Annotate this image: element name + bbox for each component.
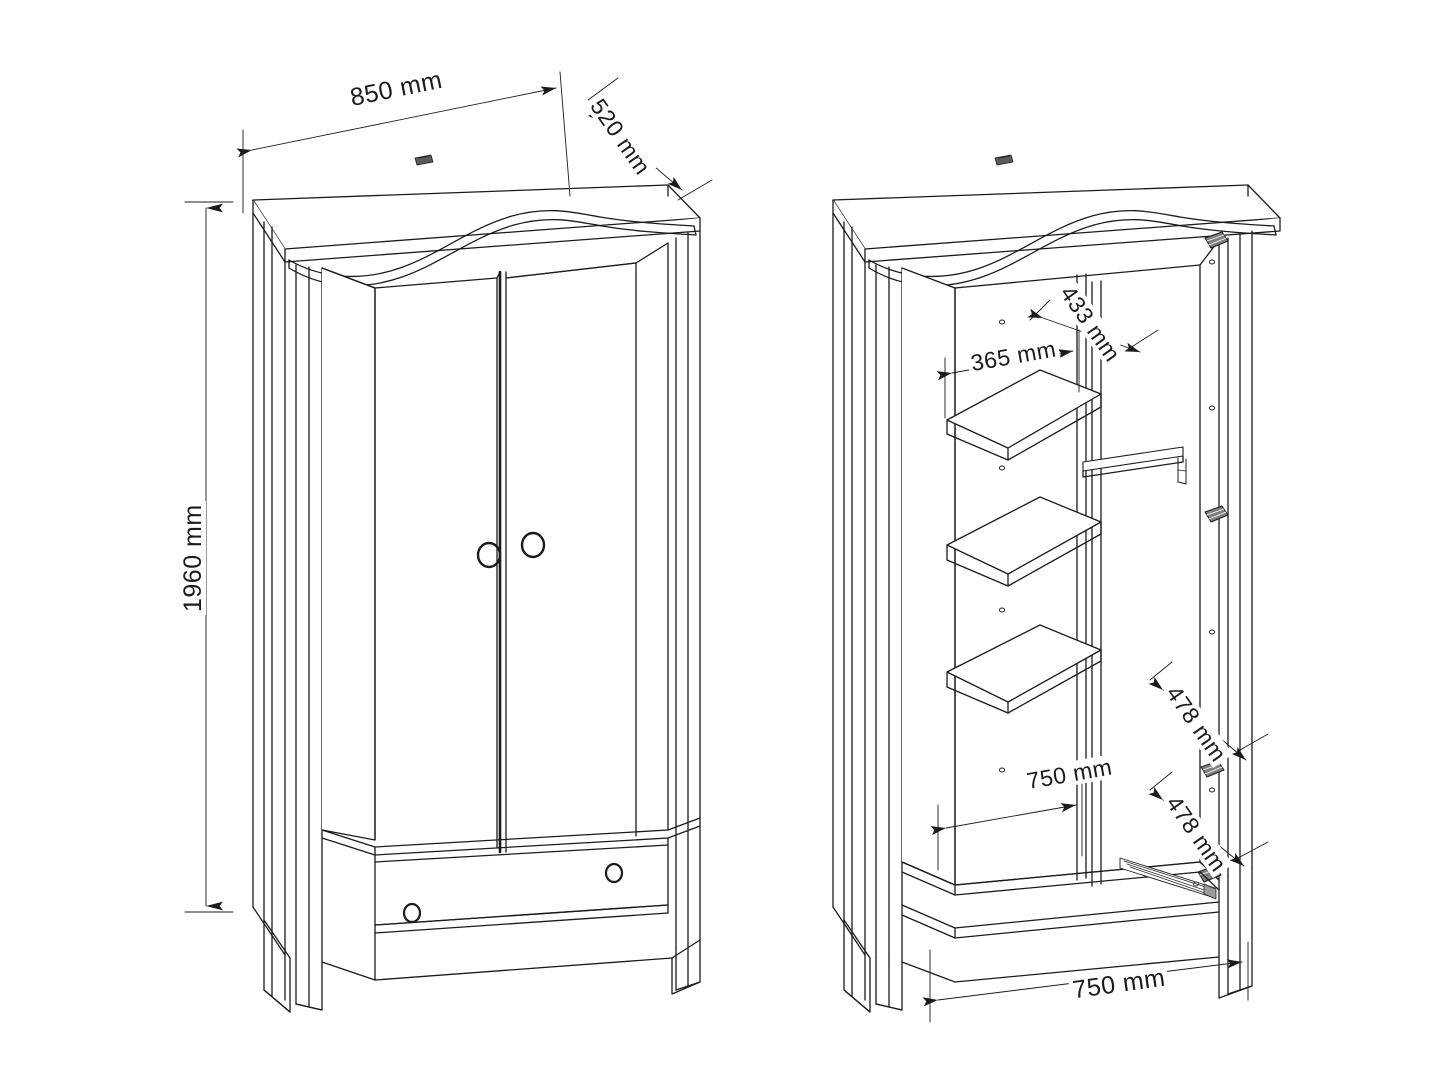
shelf-1 [946,369,1102,461]
door-knobs [476,531,546,569]
hinge-top [1204,231,1229,249]
right-side-panel [1199,230,1253,881]
shelf-2 [946,496,1102,587]
left-front-stile-2 [864,261,903,963]
left-side-panel-2 [832,212,871,959]
top-board [252,154,701,263]
hanging-rail [1082,446,1187,485]
left-front-stile [284,261,323,963]
dim-750-upper [930,771,1083,871]
view-interior-open [832,154,1281,1013]
legs [263,919,701,1013]
hinge-middle [1204,505,1229,523]
dimension-label-height: 1960 mm [179,501,207,615]
bottom-drawer [321,817,701,981]
shelf-3 [946,624,1102,714]
hinge-plates [1197,231,1229,883]
top-board-2 [832,154,1281,263]
left-side-panel [252,212,291,959]
view-front-closed [252,154,701,1013]
dim-850 [236,71,571,214]
legs-2 [843,919,1253,1013]
center-divider [1076,273,1102,887]
doors [321,230,701,854]
